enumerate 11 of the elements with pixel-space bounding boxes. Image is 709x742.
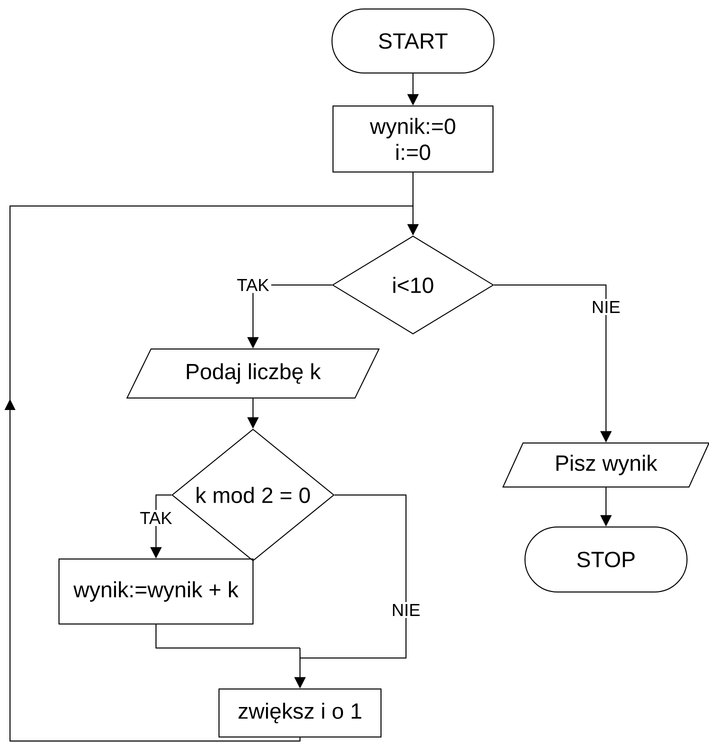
flow-line (412, 172, 414, 206)
edge-label: TAK (234, 277, 272, 293)
process-box: wynik:=wynik + k (58, 558, 254, 624)
flow-line (300, 494, 406, 658)
edge-label: TAK (138, 510, 174, 526)
process-box: wynik:=0 i:=0 (332, 106, 494, 172)
process-box: zwiększ i o 1 (218, 688, 382, 738)
edge-label: NIE (390, 602, 422, 618)
edge-label: NIE (590, 299, 622, 315)
loop-arrow (4, 206, 414, 742)
flow-line (156, 624, 300, 648)
